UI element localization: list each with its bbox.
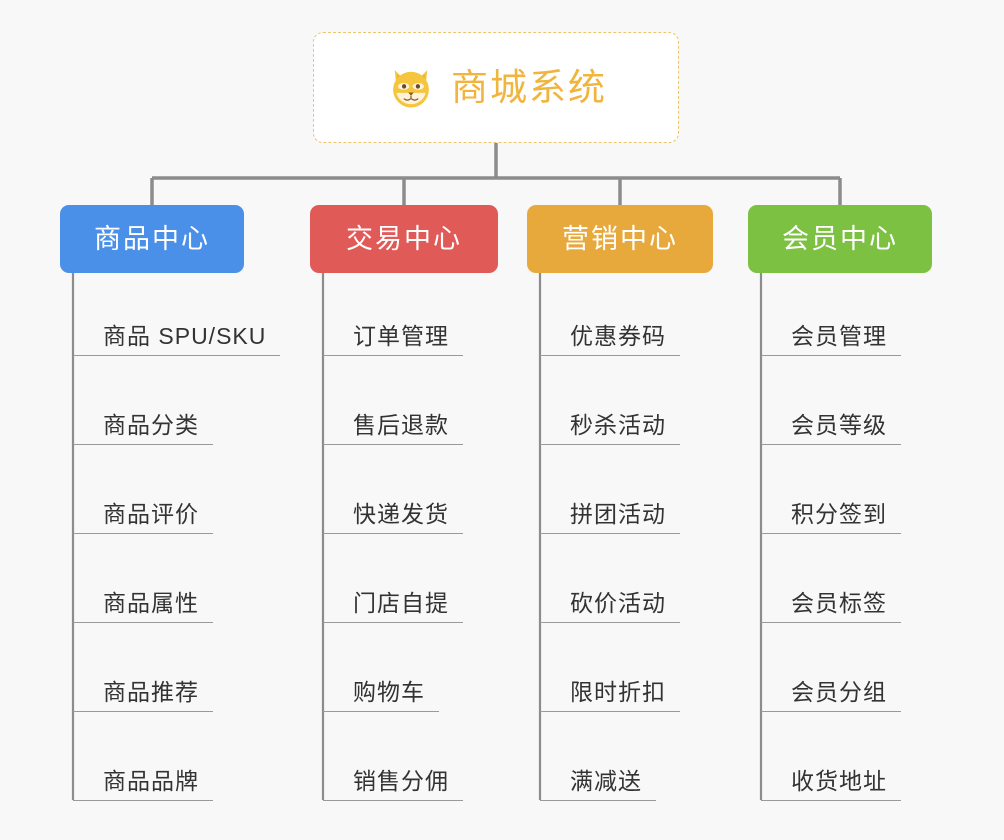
leaf-label: 快递发货 [353,500,449,527]
leaf-underline: 秒杀活动 [540,411,680,445]
leaf-label: 商品推荐 [103,678,199,705]
root-node[interactable]: 商城系统 [313,32,679,143]
leaf-label: 会员分组 [791,678,887,705]
leaf-underline: 会员分组 [761,678,901,712]
leaf-underline: 收货地址 [761,767,901,801]
shiba-dog-face-icon [393,69,429,107]
leaf-label: 会员标签 [791,589,887,616]
leaf-underline: 优惠券码 [540,322,680,356]
leaf-underline: 售后退款 [323,411,463,445]
leaf-underline: 快递发货 [323,500,463,534]
leaf-label: 会员管理 [791,322,887,349]
leaf-label: 会员等级 [791,411,887,438]
leaf-underline: 销售分佣 [323,767,463,801]
leaf-underline: 购物车 [323,678,439,712]
leaf-label: 优惠券码 [570,322,666,349]
leaf-label: 销售分佣 [353,767,449,794]
leaf-underline: 会员等级 [761,411,901,445]
leaf-label: 商品属性 [103,589,199,616]
category-label: 营销中心 [562,223,678,254]
category-label: 会员中心 [782,223,898,254]
leaf-underline: 订单管理 [323,322,463,356]
leaf-label: 售后退款 [353,411,449,438]
leaf-label: 商品品牌 [103,767,199,794]
leaf-label: 砍价活动 [570,589,666,616]
category-label: 交易中心 [346,223,462,254]
leaf-underline: 拼团活动 [540,500,680,534]
leaf-label: 拼团活动 [570,500,666,527]
category-label: 商品中心 [94,223,210,254]
leaf-underline: 商品 SPU/SKU [73,322,281,356]
leaf-label: 订单管理 [353,322,449,349]
root-title: 商城系统 [451,67,607,108]
leaf-label: 秒杀活动 [570,411,666,438]
leaf-underline: 会员管理 [761,322,901,356]
leaf-label: 满减送 [570,767,642,794]
leaf-underline: 积分签到 [761,500,901,534]
leaf-underline: 商品推荐 [73,678,213,712]
leaf-underline: 满减送 [540,767,656,801]
leaf-label: 收货地址 [791,767,887,794]
category-box-4[interactable]: 会员中心 [748,205,932,273]
leaf-label: 商品分类 [103,411,199,438]
leaf-underline: 商品评价 [73,500,213,534]
leaf-underline: 限时折扣 [540,678,680,712]
leaf-label: 购物车 [353,678,425,705]
leaf-label: 限时折扣 [570,678,666,705]
category-box-3[interactable]: 营销中心 [527,205,713,273]
leaf-underline: 门店自提 [323,589,463,623]
category-box-2[interactable]: 交易中心 [310,205,498,273]
leaf-label: 商品评价 [103,500,199,527]
leaf-label: 门店自提 [353,589,449,616]
leaf-underline: 商品品牌 [73,767,213,801]
leaf-underline: 砍价活动 [540,589,680,623]
leaf-underline: 会员标签 [761,589,901,623]
leaf-underline: 商品属性 [73,589,213,623]
category-box-1[interactable]: 商品中心 [60,205,244,273]
leaf-underline: 商品分类 [73,411,213,445]
leaf-label: 商品 SPU/SKU [103,322,267,349]
leaf-label: 积分签到 [791,500,887,527]
